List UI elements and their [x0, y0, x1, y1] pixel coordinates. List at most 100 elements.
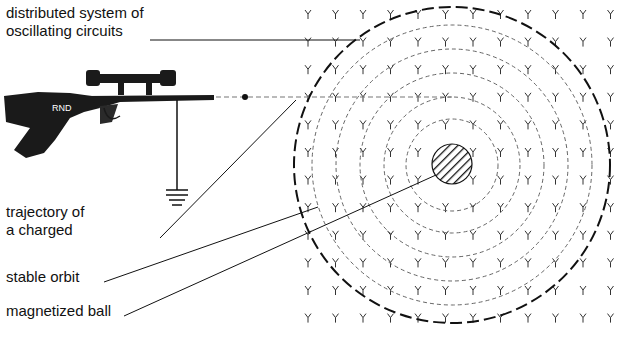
- antenna-symbol: [415, 203, 421, 212]
- antenna-symbol: [415, 38, 421, 47]
- rifle: [4, 70, 214, 158]
- antenna-symbol: [333, 120, 339, 129]
- antenna-symbol: [333, 10, 339, 19]
- antenna-symbol: [498, 258, 504, 267]
- antenna-symbol: [553, 314, 559, 323]
- antenna-symbol: [525, 10, 531, 19]
- antenna-symbol: [608, 10, 614, 19]
- antenna-symbol: [608, 286, 614, 295]
- antenna-symbol: [608, 203, 614, 212]
- antenna-symbol: [470, 258, 476, 267]
- antenna-symbol: [498, 231, 504, 240]
- antenna-symbol: [388, 176, 394, 185]
- antenna-symbol: [553, 148, 559, 157]
- antenna-symbol: [360, 314, 366, 323]
- antenna-symbol: [415, 120, 421, 129]
- antenna-symbol: [470, 38, 476, 47]
- system-label: distributed system of oscillating circui…: [6, 4, 166, 40]
- antenna-symbol: [305, 314, 311, 323]
- antenna-symbol: [498, 93, 504, 102]
- antenna-symbol: [580, 148, 586, 157]
- antenna-symbol: [305, 10, 311, 19]
- antenna-symbol: [305, 120, 311, 129]
- antenna-symbol: [333, 38, 339, 47]
- antenna-symbol: [608, 120, 614, 129]
- antenna-symbol: [553, 120, 559, 129]
- antenna-symbol: [553, 258, 559, 267]
- antenna-symbol: [525, 38, 531, 47]
- ball-label: magnetized ball: [6, 302, 156, 320]
- antenna-symbol: [580, 10, 586, 19]
- leader-lines: [104, 40, 436, 316]
- antenna-symbol: [305, 65, 311, 74]
- antenna-symbol: [388, 148, 394, 157]
- antenna-symbol: [443, 120, 449, 129]
- antenna-symbol: [305, 258, 311, 267]
- antenna-symbol: [525, 258, 531, 267]
- antenna-symbol: [333, 231, 339, 240]
- antenna-symbol: [470, 10, 476, 19]
- antenna-symbol: [388, 203, 394, 212]
- antenna-symbol: [360, 231, 366, 240]
- antenna-symbol: [553, 10, 559, 19]
- antenna-symbol: [498, 148, 504, 157]
- antenna-symbol: [553, 93, 559, 102]
- antenna-symbol: [470, 65, 476, 74]
- antenna-symbol: [498, 286, 504, 295]
- antenna-symbol: [415, 258, 421, 267]
- antenna-symbol: [470, 148, 476, 157]
- antenna-symbol: [525, 286, 531, 295]
- orbit-circles: [312, 25, 592, 305]
- antenna-symbol: [360, 258, 366, 267]
- antenna-symbol: [470, 93, 476, 102]
- antenna-symbol: [525, 65, 531, 74]
- antenna-symbol: [525, 148, 531, 157]
- antenna-symbol: [553, 203, 559, 212]
- antenna-symbol: [470, 286, 476, 295]
- antenna-symbol: [443, 38, 449, 47]
- antenna-symbol: [415, 314, 421, 323]
- antenna-symbol: [498, 65, 504, 74]
- antenna-symbol: [498, 120, 504, 129]
- antenna-symbol: [305, 148, 311, 157]
- antenna-symbol: [360, 38, 366, 47]
- antenna-symbol: [443, 10, 449, 19]
- antenna-symbol: [415, 65, 421, 74]
- antenna-symbol: [525, 203, 531, 212]
- boundary-circle: [294, 7, 610, 323]
- antenna-symbol: [333, 258, 339, 267]
- antenna-symbol: [580, 176, 586, 185]
- antenna-symbol: [525, 314, 531, 323]
- antenna-symbol: [470, 231, 476, 240]
- antenna-symbol: [415, 231, 421, 240]
- antenna-symbol: [608, 231, 614, 240]
- antenna-symbol: [443, 314, 449, 323]
- antenna-symbol: [553, 231, 559, 240]
- antenna-symbol: [333, 314, 339, 323]
- antenna-symbol: [360, 120, 366, 129]
- antenna-symbol: [388, 120, 394, 129]
- antenna-symbol: [553, 176, 559, 185]
- antenna-symbol: [608, 93, 614, 102]
- antenna-symbol: [305, 38, 311, 47]
- antenna-symbol: [498, 176, 504, 185]
- antenna-symbol: [580, 93, 586, 102]
- trajectory-label: trajectory of a charged: [6, 203, 92, 239]
- antenna-symbol: [580, 314, 586, 323]
- antenna-symbol: [305, 286, 311, 295]
- antenna-symbol: [525, 231, 531, 240]
- antenna-symbol: [470, 176, 476, 185]
- antenna-symbol: [360, 10, 366, 19]
- antenna-symbol: [580, 258, 586, 267]
- antenna-symbol: [443, 258, 449, 267]
- antenna-symbol: [333, 65, 339, 74]
- antenna-symbol: [333, 203, 339, 212]
- antenna-symbol: [388, 314, 394, 323]
- charged-particle: [242, 94, 248, 100]
- antenna-symbol: [498, 38, 504, 47]
- antenna-symbol: [525, 120, 531, 129]
- antenna-symbol: [333, 148, 339, 157]
- antenna-symbol: [608, 65, 614, 74]
